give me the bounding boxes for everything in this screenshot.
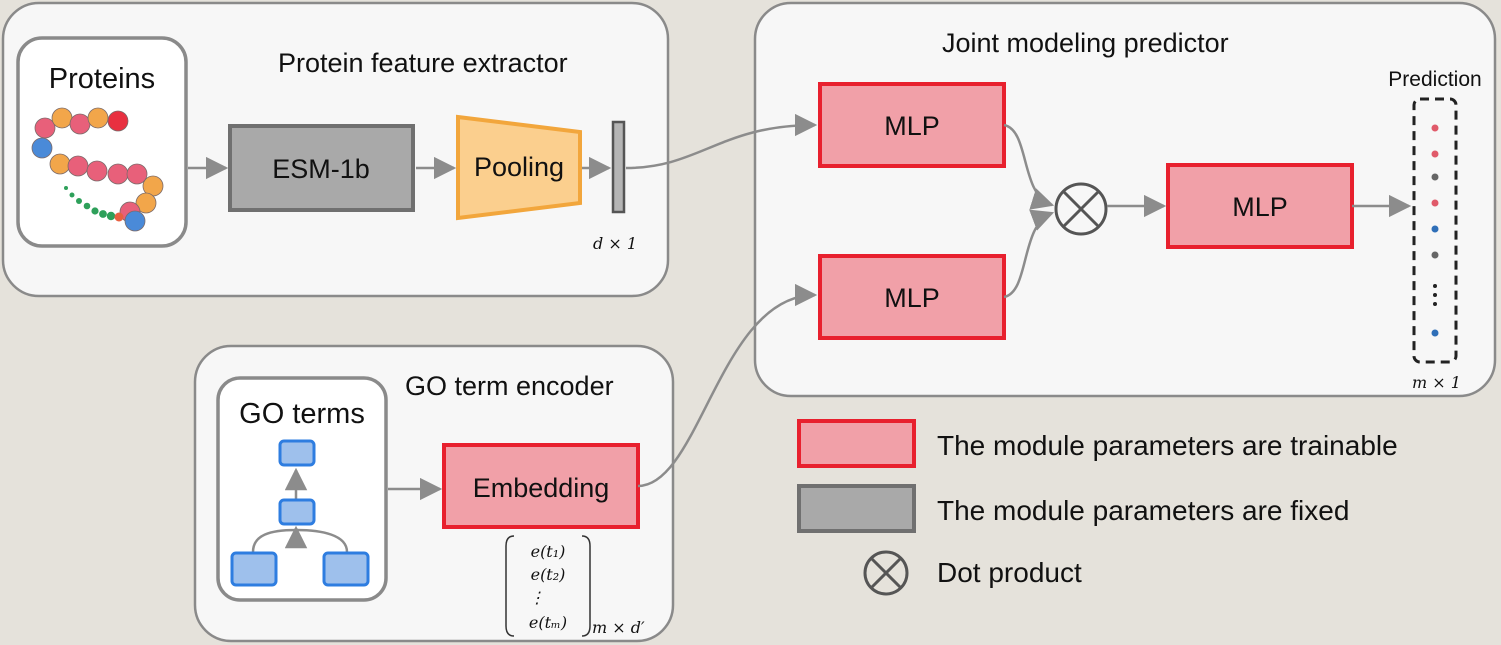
legend-trainable-label: The module parameters are trainable <box>937 430 1398 461</box>
prediction-label: Prediction <box>1388 68 1481 91</box>
arrow-mlp-protein-to-dot <box>1003 123 1055 210</box>
legend-trainable-swatch <box>797 419 916 468</box>
protein-tail-bead <box>99 210 107 218</box>
mlp-protein-label: MLP <box>884 111 940 141</box>
protein-bead <box>86 160 108 182</box>
go-node-top <box>278 439 316 467</box>
legend-dot-product-label: Dot product <box>937 557 1082 588</box>
mlp-protein-module <box>818 82 1006 168</box>
protein-tail-bead <box>83 202 91 210</box>
prediction-ellipsis-dot <box>1433 284 1437 288</box>
protein-bead <box>124 210 146 232</box>
protein-bead <box>126 163 148 185</box>
matrix-row-ellipsis: ⋮ <box>529 588 545 607</box>
prediction-ellipsis-dot <box>1433 293 1437 297</box>
proteins-label: Proteins <box>49 63 155 95</box>
protein-bead <box>87 107 109 129</box>
prediction-dot <box>1431 150 1439 158</box>
prediction-dot <box>1431 251 1439 259</box>
feature-vector <box>611 120 626 214</box>
feature-dim-label: d × 1 <box>593 234 637 253</box>
embedding-label: Embedding <box>473 473 610 503</box>
mlp-go-module <box>818 254 1006 340</box>
prediction-vector <box>1412 97 1458 364</box>
protein-bead <box>34 117 56 139</box>
esm-module <box>228 124 415 212</box>
protein-chain-icon <box>31 107 164 232</box>
prediction-ellipsis-dot <box>1433 302 1437 306</box>
mlp-joint-label: MLP <box>1232 192 1288 222</box>
output-dim-label: m × 1 <box>1412 373 1461 392</box>
protein-tail-bead <box>91 207 99 215</box>
legend-fixed-swatch <box>797 484 916 533</box>
protein-tail-bead <box>76 198 82 204</box>
prediction-dot <box>1431 329 1439 337</box>
go-node-middle <box>278 498 316 526</box>
go-terms-label: GO terms <box>239 398 365 430</box>
prediction-dot <box>1431 199 1439 207</box>
prediction-dots <box>1431 124 1439 337</box>
protein-bead <box>51 107 73 129</box>
go-graph-icon <box>230 439 370 587</box>
protein-bead <box>49 153 71 175</box>
mlp-go-label: MLP <box>884 283 940 313</box>
arrow-mlp-go-to-dot <box>1003 209 1055 299</box>
dot-product-icon <box>1054 182 1108 236</box>
prediction-dot <box>1431 124 1439 132</box>
protein-bead <box>107 110 129 132</box>
matrix-row-m: e(tₘ) <box>529 613 567 632</box>
matrix-right-bracket <box>581 535 591 637</box>
arrow-embedding-to-mlp <box>637 283 818 488</box>
embedding-module <box>442 443 640 529</box>
protein-bead <box>69 113 91 135</box>
esm-label: ESM-1b <box>272 154 370 184</box>
protein-bead <box>135 192 157 214</box>
matrix-row-2: e(t₂) <box>531 565 566 584</box>
protein-bead <box>67 155 89 177</box>
protein-bead <box>107 163 129 185</box>
legend-dot-product-icon <box>863 550 909 596</box>
protein-tail-bead <box>106 211 116 221</box>
joint-predictor-title: Joint modeling predictor <box>942 28 1229 58</box>
protein-tail-bead <box>69 192 75 198</box>
embedding-dim-label: m × d′ <box>592 618 645 637</box>
go-node-right <box>322 551 370 587</box>
pooling-module <box>456 114 582 221</box>
prediction-dot <box>1431 225 1439 233</box>
protein-extractor-title: Protein feature extractor <box>278 48 568 78</box>
arrow-vector-to-mlp <box>625 113 818 170</box>
matrix-row-1: e(t₁) <box>531 542 566 561</box>
pooling-label: Pooling <box>474 152 564 182</box>
protein-bead <box>31 137 53 159</box>
legend-fixed-label: The module parameters are fixed <box>937 495 1349 526</box>
protein-tail-bead <box>114 212 124 222</box>
matrix-left-bracket <box>505 535 515 637</box>
go-encoder-title: GO term encoder <box>405 371 614 401</box>
prediction-dot <box>1431 173 1439 181</box>
protein-tail-bead <box>64 186 68 190</box>
go-node-left <box>230 551 278 587</box>
